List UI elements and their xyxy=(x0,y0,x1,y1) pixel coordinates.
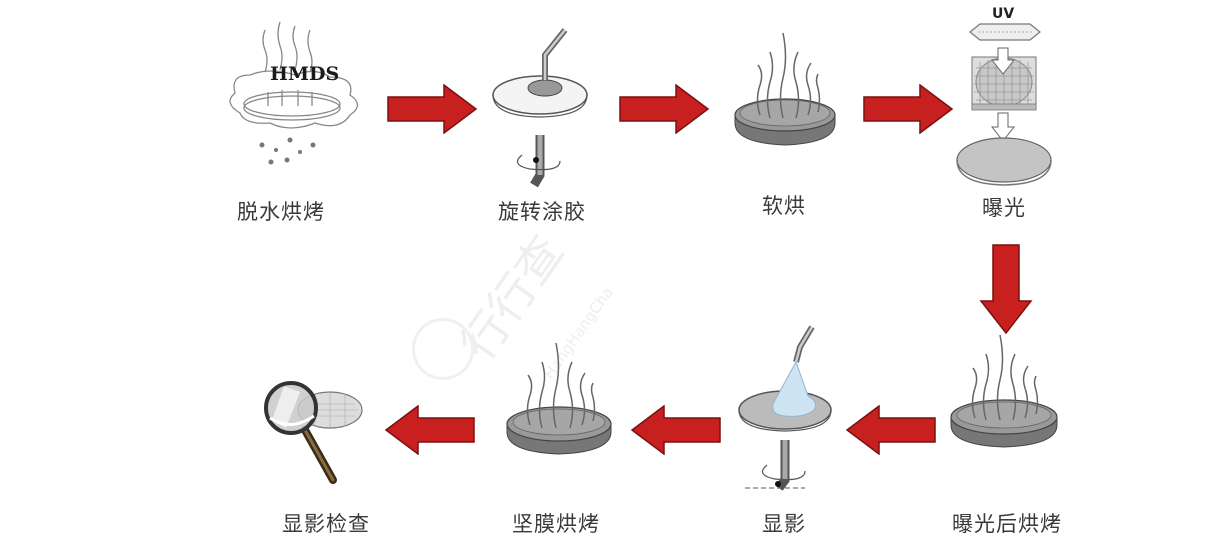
arrow-right-icon xyxy=(863,84,954,134)
hot-wafer-icon xyxy=(734,32,836,146)
arrow-left-icon xyxy=(384,405,475,455)
step-label: 显影检查 xyxy=(282,512,370,536)
magnifier-icon xyxy=(264,381,363,484)
develop-spray-icon xyxy=(738,325,832,491)
hot-wafer-icon xyxy=(950,334,1058,448)
step-label: 曝光后烘烤 xyxy=(952,512,1062,536)
hmds-text: HMDS xyxy=(270,63,339,85)
step-label: 软烘 xyxy=(762,194,806,218)
watermark-logo xyxy=(412,318,474,380)
step-label: 旋转涂胶 xyxy=(498,200,586,224)
uv-text: UV xyxy=(992,6,1014,22)
hot-wafer-icon xyxy=(506,342,612,455)
arrow-right-icon xyxy=(387,84,478,134)
watermark-subtext: HangHangCha xyxy=(540,283,617,383)
arrow-right-icon xyxy=(619,84,710,134)
arrow-left-icon xyxy=(630,405,721,455)
arrow-left-icon xyxy=(845,405,936,455)
step-label: 曝光 xyxy=(982,196,1026,220)
step-label: 脱水烘烤 xyxy=(237,200,325,224)
spin-coat-icon xyxy=(492,28,588,188)
hmds-vapor-icon: HMDS xyxy=(229,21,359,165)
arrow-down-icon xyxy=(979,244,1033,335)
step-label: 显影 xyxy=(762,512,806,536)
uv-exposure-icon: UV xyxy=(956,6,1052,186)
step-label: 坚膜烘烤 xyxy=(512,512,600,536)
